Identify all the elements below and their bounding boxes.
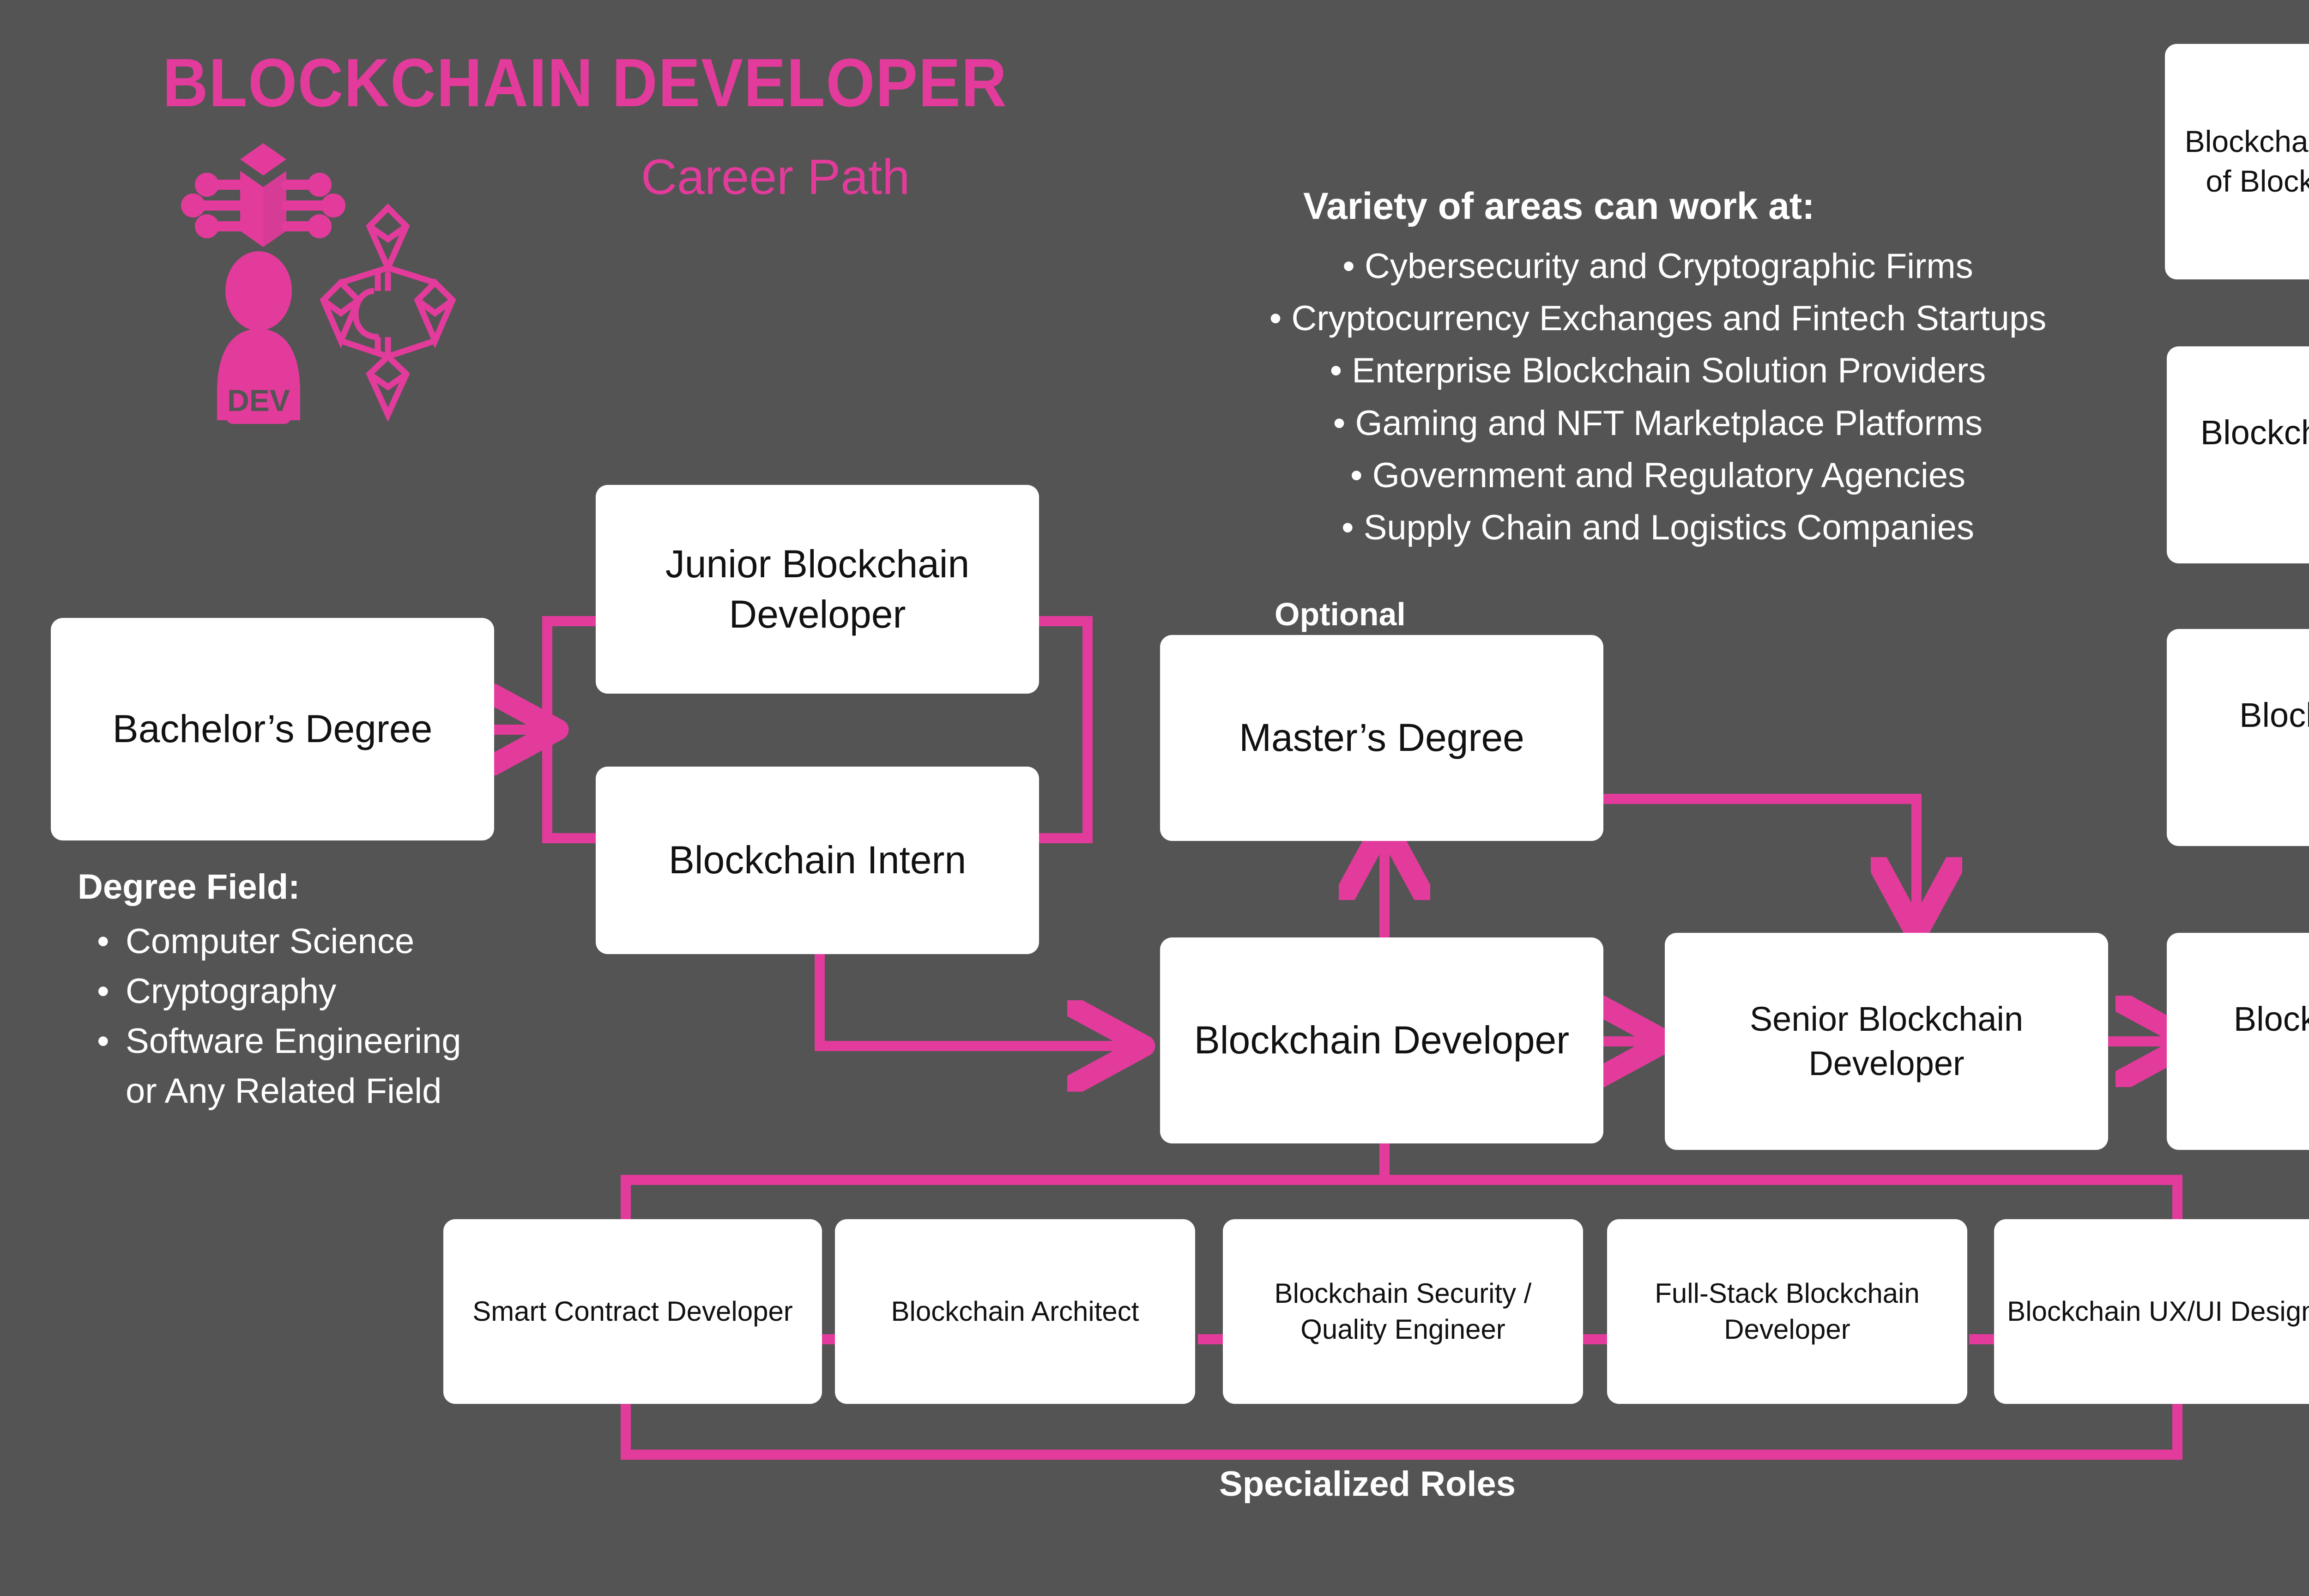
areas-list: Cybersecurity and Cryptographic Firms Cr… bbox=[1173, 240, 2143, 554]
degree-field-item: Software Engineering or Any Related Fiel… bbox=[92, 1016, 647, 1116]
node-bachelors-degree[interactable]: Bachelor’s Degree bbox=[51, 618, 494, 840]
node-blockchain-security-quality-engineer[interactable]: Blockchain Security / Quality Engineer bbox=[1223, 1219, 1583, 1404]
node-label: Blockchain Intern bbox=[668, 838, 967, 882]
page-subtitle: Career Path bbox=[641, 149, 910, 205]
degree-field-item: Cryptography bbox=[92, 967, 647, 1016]
areas-item: Cryptocurrency Exchanges and Fintech Sta… bbox=[1173, 292, 2143, 345]
node-smart-contract-developer[interactable]: Smart Contract Developer bbox=[443, 1219, 822, 1404]
node-blockchain-director[interactable]: Blockchain Director / Director of Blockc… bbox=[2165, 44, 2309, 279]
node-label: Full-Stack Blockchain Developer bbox=[1655, 1278, 1920, 1345]
specialized-roles-label: Specialized Roles bbox=[1219, 1464, 1516, 1504]
node-label: Smart Contract Developer bbox=[472, 1296, 793, 1327]
node-fullstack-blockchain-developer[interactable]: Full-Stack Blockchain Developer bbox=[1607, 1219, 1967, 1404]
degree-field-item-label: Software Engineering bbox=[126, 1021, 461, 1061]
degree-field-item-continuation: or Any Related Field bbox=[126, 1071, 442, 1111]
areas-heading: Variety of areas can work at: bbox=[1303, 185, 1815, 227]
node-blockchain-architect[interactable]: Blockchain Architect bbox=[835, 1219, 1195, 1404]
areas-item: Government and Regulatory Agencies bbox=[1173, 449, 2143, 502]
wire-intern-to-blockchain-developer bbox=[815, 946, 1122, 1046]
node-blockchain-security-specialist[interactable]: Blockchain Security Specialist bbox=[2167, 629, 2309, 846]
degree-field-heading: Degree Field: bbox=[78, 867, 300, 907]
node-label: Blockchain Software Engineer bbox=[2233, 999, 2309, 1038]
page-title: BLOCKCHAIN DEVELOPER bbox=[163, 45, 1008, 121]
node-label: Master’s Degree bbox=[1239, 716, 1524, 760]
node-label: Blockchain Development Manager bbox=[2200, 413, 2309, 452]
degree-field-item: Computer Science bbox=[92, 917, 647, 967]
node-blockchain-intern[interactable]: Blockchain Intern bbox=[596, 767, 1039, 954]
node-senior-blockchain-developer[interactable]: Senior Blockchain Developer bbox=[1665, 933, 2108, 1150]
blockchain-developer-icon: DEV bbox=[181, 143, 456, 424]
degree-field-list: Computer Science Cryptography Software E… bbox=[92, 917, 647, 1116]
node-blockchain-software-engineer[interactable]: Blockchain Software Engineer bbox=[2167, 933, 2309, 1150]
node-label: Bachelor’s Degree bbox=[112, 707, 433, 751]
node-junior-blockchain-developer[interactable]: Junior Blockchain Developer bbox=[596, 485, 1039, 694]
node-label: Blockchain UX/UI Designer bbox=[2007, 1296, 2309, 1327]
node-label: Senior Blockchain Developer bbox=[1749, 999, 2024, 1082]
node-label: Blockchain Security Specialist bbox=[2239, 695, 2309, 734]
areas-item: Gaming and NFT Marketplace Platforms bbox=[1173, 397, 2143, 449]
wire-specialized-top-rail bbox=[621, 1136, 2182, 1185]
svg-text:DEV: DEV bbox=[227, 383, 290, 417]
areas-item: Enterprise Blockchain Solution Providers bbox=[1173, 345, 2143, 397]
node-label: Blockchain Developer bbox=[1194, 1018, 1570, 1062]
areas-item: Cybersecurity and Cryptographic Firms bbox=[1173, 240, 2143, 292]
node-label: Junior Blockchain Developer bbox=[665, 542, 970, 636]
optional-label: Optional bbox=[1275, 596, 1406, 632]
node-label: Blockchain Security / Quality Engineer bbox=[1274, 1278, 1532, 1345]
node-blockchain-uxui-designer[interactable]: Blockchain UX/UI Designer bbox=[1994, 1219, 2309, 1404]
node-blockchain-developer[interactable]: Blockchain Developer bbox=[1160, 937, 1603, 1143]
node-label: Blockchain Director / Director of Blockc… bbox=[2184, 124, 2309, 198]
node-masters-degree[interactable]: Master’s Degree bbox=[1160, 635, 1603, 841]
node-label: Blockchain Architect bbox=[891, 1296, 1139, 1327]
node-blockchain-development-manager[interactable]: Blockchain Development Manager bbox=[2167, 346, 2309, 563]
areas-item: Supply Chain and Logistics Companies bbox=[1173, 502, 2143, 554]
